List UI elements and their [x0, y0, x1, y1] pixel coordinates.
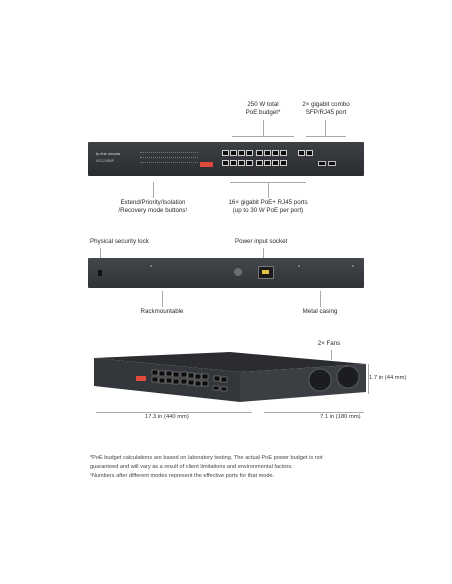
rj45-port[interactable]	[280, 160, 287, 166]
model-label: SG1218MP	[96, 159, 115, 163]
combo-rj45-port[interactable]	[306, 150, 313, 156]
led-panel	[140, 150, 200, 168]
switch-isometric	[94, 352, 366, 402]
metal-casing-label: Metal casing	[302, 308, 338, 315]
rj45-port[interactable]	[222, 150, 229, 156]
combo-port-line-1: 2× gigabit combo	[302, 101, 350, 108]
poe-budget-callout-bar	[232, 136, 294, 137]
sfp-port[interactable]	[328, 161, 336, 166]
rj45-port[interactable]	[264, 150, 271, 156]
poe-ports-line-2: (up to 30 W PoE per port)	[232, 207, 304, 214]
fans-label: 2× Fans	[317, 340, 341, 347]
rj45-port[interactable]	[230, 160, 237, 166]
mode-buttons-line-1: Extend/Priority/Isolation	[120, 199, 186, 206]
rj45-port[interactable]	[238, 160, 245, 166]
width-label: 17.3 in (440 mm)	[145, 414, 189, 420]
rackmountable-label: Rackmountable	[140, 308, 184, 315]
power-socket-icon	[258, 266, 274, 279]
rj45-port[interactable]	[230, 150, 237, 156]
height-dimension-line	[368, 364, 369, 394]
combo-port-label: 2× gigabit combo SFP/RJ45 port	[286, 101, 366, 117]
ground-screw-icon	[234, 268, 242, 276]
rj45-port[interactable]	[246, 150, 253, 156]
rj45-port[interactable]	[256, 160, 263, 166]
poe-budget-line-1: 250 W total	[247, 101, 279, 108]
footnote-line-1: *PoE budget calculations are based on la…	[90, 455, 323, 461]
rj45-port[interactable]	[264, 160, 271, 166]
mode-buttons-line-2: /Recovery mode buttons¹	[118, 207, 188, 214]
fans-callout-line	[331, 350, 332, 360]
depth-label: 7.1 in (180 mm)	[320, 414, 361, 420]
sfp-port[interactable]	[318, 161, 326, 166]
rj45-port[interactable]	[222, 160, 229, 166]
isometric-ports	[151, 369, 228, 392]
footnote-line-2: guaranteed and will vary as a result of …	[90, 464, 293, 470]
buttons-callout-line	[153, 182, 154, 198]
height-label: 1.7 in (44 mm)	[369, 375, 407, 381]
combo-port-callout-bar	[306, 136, 346, 137]
power-socket-label: Power input socket	[235, 238, 288, 245]
poe-ports-callout-line	[268, 182, 269, 198]
poe-ports-label: 16× gigabit PoE+ RJ45 ports (up to 30 W …	[223, 199, 313, 215]
poe-budget-line-2: PoE budget*	[245, 109, 281, 116]
rj45-port[interactable]	[238, 150, 245, 156]
rj45-port[interactable]	[246, 160, 253, 166]
rj45-port[interactable]	[280, 150, 287, 156]
poe-budget-label: 250 W total PoE budget*	[233, 101, 293, 117]
security-lock-label: Physical security lock	[90, 238, 149, 245]
switch-top-surface	[94, 352, 366, 372]
iso-mode-buttons	[136, 376, 146, 381]
switch-side-face	[240, 364, 366, 402]
fan-icon	[336, 365, 360, 389]
brand-logo: tp-link omada	[96, 151, 121, 156]
poe-budget-callout-line	[263, 120, 264, 136]
width-dimension-line	[96, 412, 252, 413]
footnote-line-3: ¹Numbers after different modes represent…	[90, 473, 275, 479]
switch-rear-panel	[88, 258, 364, 288]
lock-slot-icon	[98, 270, 102, 276]
mode-buttons[interactable]	[200, 162, 213, 167]
fan-icon	[308, 368, 332, 392]
rj45-port[interactable]	[272, 160, 279, 166]
rackmount-callout-line	[162, 291, 163, 307]
rj45-port[interactable]	[272, 150, 279, 156]
combo-port-line-2: SFP/RJ45 port	[305, 109, 347, 116]
depth-dimension-line	[264, 412, 364, 413]
poe-ports-line-1: 16× gigabit PoE+ RJ45 ports	[228, 199, 308, 206]
rj45-port[interactable]	[256, 150, 263, 156]
combo-rj45-port[interactable]	[298, 150, 305, 156]
mode-buttons-label: Extend/Priority/Isolation /Recovery mode…	[103, 199, 203, 215]
power-socket-callout-line	[263, 248, 264, 258]
switch-front-panel: tp-link omada SG1218MP	[88, 142, 364, 176]
security-lock-callout-line	[100, 248, 101, 258]
poe-ports-callout-bar	[230, 182, 306, 183]
combo-port-callout-line	[325, 120, 326, 136]
metal-casing-callout-line	[320, 291, 321, 307]
